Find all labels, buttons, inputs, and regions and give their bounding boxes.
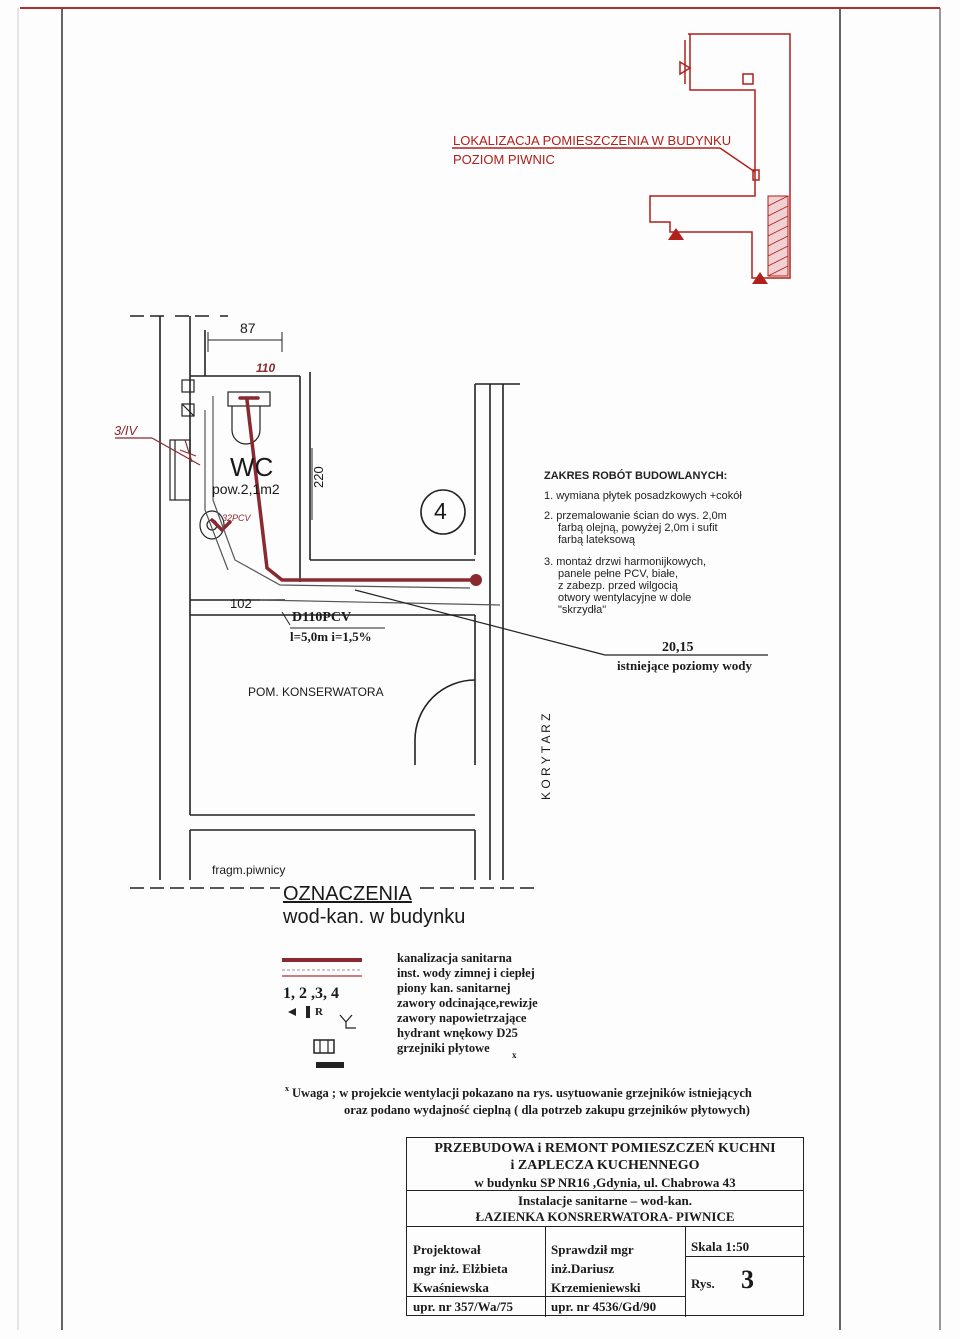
pipe-slope: l=5,0m i=1,5% — [290, 629, 372, 644]
project-line-2: i ZAPLECZA KUCHENNEGO — [510, 1158, 700, 1173]
legend-item-sewer: kanalizacja sanitarna — [397, 951, 512, 965]
project-line-1: PRZEBUDOWA i REMONT POMIESZCZEŃ KUCHNI — [434, 1141, 776, 1156]
tb-divider-2 — [407, 1226, 803, 1227]
location-title: LOKALIZACJA POMIESZCZENIA W BUDYNKU — [453, 133, 732, 148]
dimension-110: 110 — [256, 361, 276, 375]
pipe-label-leader — [281, 611, 291, 626]
legend-x-mark: x — [512, 1050, 517, 1060]
note-line-1: Uwaga ; w projekcie wentylacji pokazano … — [292, 1086, 752, 1100]
scope-item-2b: farbą olejną, powyżej 2,0m i sufit — [558, 522, 718, 534]
designer-name-1: mgr inż. Elżbieta — [413, 1261, 508, 1276]
tb-vdivider-2 — [685, 1226, 686, 1317]
dimension-220: 220 — [311, 466, 326, 488]
mark-32pcv: 32PCV — [222, 513, 251, 523]
scale: Skala 1:50 — [691, 1239, 750, 1254]
scope-item-3c: z zabezp. przed wilgocią — [558, 580, 678, 592]
scope-item-2c: farbą lateksową — [558, 534, 636, 546]
ref-arrow — [115, 437, 201, 466]
scope-item-3b: panele pełne PCV, białe, — [558, 568, 679, 580]
riser-4-point — [470, 574, 482, 586]
scope-item-1: 1. wymiana płytek posadzkowych +cokół — [544, 490, 742, 502]
sheet-number: 3 — [741, 1265, 754, 1294]
legend-item-valves: zawory odcinające,rewizje — [397, 996, 538, 1010]
tb-divider-3 — [407, 1296, 685, 1297]
designed-label: Projektował — [413, 1242, 481, 1257]
scope-item-3d: otwory wentylacyjne w dole — [558, 592, 692, 604]
ref-mark: 3/IV — [114, 423, 138, 438]
designer-name-2: Kwaśniewska — [413, 1280, 489, 1295]
legend-r-symbol: R — [315, 1006, 323, 1018]
wc-fixtures — [169, 379, 271, 540]
legend-subtitle: wod-kan. w budynku — [283, 906, 466, 928]
scope-item-3a: 3. montaż drzwi harmonijkowych, — [544, 556, 707, 568]
scope-item-3e: "skrzydła" — [558, 604, 607, 616]
location-level: POZIOM PIWNIC — [453, 152, 555, 167]
scope-of-works: ZAKRES ROBÓT BUDOWLANYCH: 1. wymiana pły… — [544, 470, 784, 616]
checked-label: Sprawdził mgr — [551, 1242, 634, 1257]
title-block: PRZEBUDOWA i REMONT POMIESZCZEŃ KUCHNI i… — [406, 1137, 805, 1317]
location-hatch — [668, 195, 789, 284]
designer-license: upr. nr 357/Wa/75 — [413, 1299, 514, 1314]
water-level-value: 20,15 — [662, 640, 694, 655]
legend-item-hydrant: hydrant wnękowy D25 — [397, 1026, 518, 1040]
sewer-pipe — [210, 396, 472, 582]
legend-symbols — [282, 958, 362, 1068]
note-line-2: oraz podano wydajność cieplną ( dla potr… — [344, 1103, 750, 1117]
legend-title: OZNACZENIA — [283, 883, 412, 905]
drawing-line-1: Instalacje sanitarne – wod-kan. — [517, 1193, 693, 1208]
scope-title: ZAKRES ROBÓT BUDOWLANYCH: — [544, 470, 728, 482]
pipe-label: D110PCV — [292, 610, 352, 625]
water-level-leader — [354, 589, 768, 656]
water-pipe — [204, 396, 501, 606]
legend-item-air-valves: zawory napowietrzające — [397, 1011, 527, 1025]
scope-item-2a: 2. przemalowanie ścian do wys. 2,0m — [544, 510, 727, 522]
dimension-102: 102 — [230, 596, 252, 611]
checker-name-2: Krzemieniewski — [551, 1280, 641, 1295]
room-wc-area: pow.2,1m2 — [212, 481, 280, 497]
checker-name-1: inż.Dariusz — [551, 1261, 615, 1276]
project-line-3: w budynku SP NR16 ,Gdynia, ul. Chabrowa … — [474, 1175, 736, 1190]
room-wc: WC — [230, 452, 274, 482]
dimension-87: 87 — [240, 320, 256, 336]
location-key-plan — [452, 33, 791, 279]
room-konserwator: POM. KONSERWATORA — [248, 685, 384, 699]
legend-item-risers: piony kan. sanitarnej — [397, 981, 511, 995]
water-level-label: istniejące poziomy wody — [617, 658, 753, 673]
tb-divider-1 — [407, 1190, 803, 1191]
checker-license: upr. nr 4536/Gd/90 — [551, 1299, 657, 1314]
legend-list: kanalizacja sanitarna inst. wody zimnej … — [397, 951, 538, 1056]
legend-item-radiators: grzejniki płytowe — [397, 1041, 490, 1055]
drawing-line-2: ŁAZIENKA KONSRERWATORA- PIWNICE — [475, 1209, 735, 1224]
riser-number: 4 — [434, 498, 447, 524]
tb-vdivider-1 — [545, 1226, 546, 1317]
fragment-label: fragm.piwnicy — [212, 863, 286, 877]
riser-circle — [420, 489, 466, 535]
legend-item-water: inst. wody zimnej i ciepłej — [397, 966, 535, 980]
tb-divider-4 — [685, 1256, 805, 1257]
sheet-label: Rys. — [691, 1276, 715, 1291]
legend-riser-symbols: 1, 2 ,3, 4 — [283, 985, 339, 1002]
corridor-label: K O R Y T A R Z — [539, 713, 553, 800]
note-mark: x — [285, 1084, 289, 1093]
